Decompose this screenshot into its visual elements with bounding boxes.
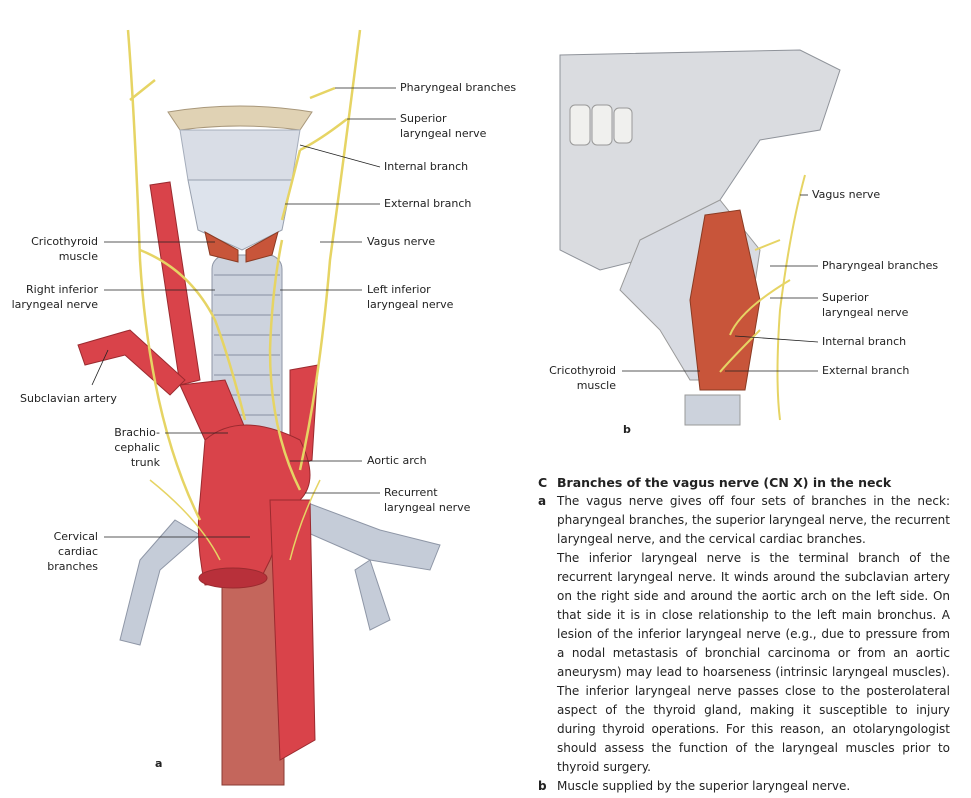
figure-caption: C Branches of the vagus nerve (CN X) in t…	[538, 473, 950, 796]
label-aortic-arch: Aortic arch	[367, 454, 427, 467]
label-line: muscle	[576, 379, 616, 392]
label-line: cardiac	[58, 545, 98, 558]
thyroid-cartilage	[187, 179, 293, 251]
label-b-superior-laryngeal-nerve: Superior laryngeal nerve	[822, 290, 908, 320]
caption-title-row: C Branches of the vagus nerve (CN X) in t…	[538, 473, 950, 492]
label-line: cephalic	[114, 441, 160, 454]
caption-item-b: b Muscle supplied by the superior larynge…	[538, 777, 950, 796]
figure-a-label: a	[155, 757, 163, 770]
caption-a-paragraph-1: The vagus nerve gives off four sets of b…	[557, 494, 950, 546]
label-line: trunk	[130, 456, 160, 469]
label-right-inferior-laryngeal-nerve: Right inferior laryngeal nerve	[12, 282, 98, 312]
label-line: laryngeal nerve	[367, 298, 454, 311]
label-b-cricothyroid-muscle: Cricothyroid muscle	[549, 363, 616, 393]
arteries	[77, 181, 319, 761]
label-b-pharyngeal-branches: Pharyngeal branches	[822, 259, 939, 272]
label-line: Superior	[822, 291, 869, 304]
label-line: Right inferior	[26, 283, 98, 296]
constrictor-muscle	[689, 209, 761, 391]
label-brachiocephalic-trunk: Brachio-cephalic trunk	[114, 425, 160, 470]
label-cervical-cardiac-branches: Cervical cardiac branches	[47, 529, 98, 574]
label-superior-laryngeal-nerve: Superior laryngeal nerve	[400, 111, 486, 141]
label-cricothyroid-muscle: Cricothyroid muscle	[31, 234, 98, 264]
hyoid-bone	[167, 105, 313, 131]
caption-a-paragraph-2: The inferior laryngeal nerve is the term…	[557, 551, 950, 774]
label-line: laryngeal nerve	[400, 127, 487, 140]
label-line: Brachio-	[114, 426, 160, 439]
label-b-internal-branch: Internal branch	[822, 335, 907, 348]
figure-b-label: b	[623, 423, 631, 436]
label-b-external-branch: External branch	[822, 364, 910, 377]
thyrohyoid-membrane	[179, 129, 301, 181]
caption-key-b: b	[538, 779, 547, 793]
nerves	[126, 29, 362, 561]
cricothyroid-muscle	[204, 230, 279, 263]
teeth	[569, 104, 633, 146]
leader-lines-a	[91, 87, 396, 538]
label-pharyngeal-branches: Pharyngeal branches	[400, 81, 517, 94]
caption-item-a: a The vagus nerve gives off four sets of …	[538, 492, 950, 777]
label-recurrent-laryngeal-nerve: Recurrent laryngeal nerve	[384, 485, 470, 515]
caption-b-paragraph: Muscle supplied by the superior laryngea…	[557, 779, 851, 793]
label-line: branches	[47, 560, 98, 573]
label-line: Left inferior	[367, 283, 431, 296]
label-line: Superior	[400, 112, 447, 125]
label-line: laryngeal nerve	[822, 306, 909, 319]
label-external-branch: External branch	[384, 197, 472, 210]
label-line: Cervical	[53, 530, 98, 543]
label-left-inferior-laryngeal-nerve: Left inferior laryngeal nerve	[367, 282, 453, 312]
leader-lines-b	[622, 194, 819, 372]
bronchi	[119, 499, 441, 646]
trachea-b	[684, 394, 741, 426]
caption-title: Branches of the vagus nerve (CN X) in th…	[557, 475, 892, 490]
label-line: Cricothyroid	[31, 235, 98, 248]
label-internal-branch: Internal branch	[384, 160, 469, 173]
label-b-vagus-nerve: Vagus nerve	[812, 188, 881, 201]
caption-key-a: a	[538, 494, 547, 508]
label-line: laryngeal nerve	[384, 501, 471, 514]
label-subclavian-artery: Subclavian artery	[20, 392, 117, 405]
label-line: Recurrent	[384, 486, 438, 499]
label-line: Cricothyroid	[549, 364, 616, 377]
label-line: laryngeal nerve	[11, 298, 98, 311]
figure-b-illustration	[559, 49, 841, 426]
label-line: muscle	[58, 250, 98, 263]
label-vagus-nerve: Vagus nerve	[367, 235, 436, 248]
caption-letter: C	[538, 475, 548, 490]
mandible	[559, 49, 841, 271]
